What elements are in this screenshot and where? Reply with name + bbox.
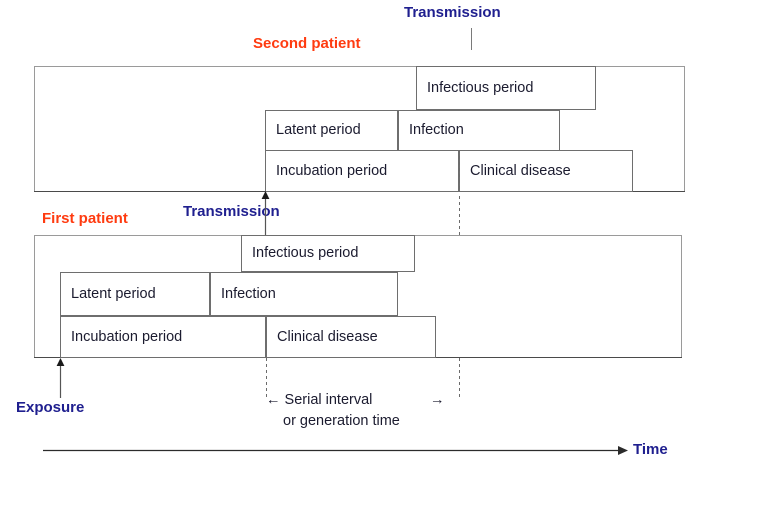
second-patient-infectious-period-label: Infectious period (427, 79, 534, 96)
first-patient-infection-label: Infection (221, 285, 276, 302)
serial-interval-right-arrow: → (430, 392, 445, 408)
first-patient-clinical-disease-label: Clinical disease (277, 328, 378, 345)
time-axis-label: Time (633, 441, 668, 458)
first-patient-infectious-period-label: Infectious period (252, 245, 359, 262)
second-patient-infection-label: Infection (409, 122, 464, 139)
exposure-arrow-up (56, 358, 65, 398)
second-patient-infection-box: Infection (398, 110, 560, 151)
first-patient-infection-box: Infection (210, 272, 398, 316)
first-patient-clinical-disease-box: Clinical disease (266, 316, 436, 358)
serial-interval-line-1: ← Serial interval (266, 392, 373, 408)
top-transmission-label: Transmission (404, 4, 501, 21)
second-patient-latent-period-box: Latent period (265, 110, 398, 151)
first-patient-label: First patient (42, 210, 128, 227)
first-patient-latent-period-label: Latent period (71, 285, 156, 302)
second-patient-label: Second patient (253, 35, 361, 52)
second-patient-clinical-disease-label: Clinical disease (470, 162, 571, 179)
first-patient-incubation-period-label: Incubation period (71, 328, 183, 345)
time-axis-arrow (43, 446, 628, 455)
serial-interval-line-2: or generation time (283, 413, 400, 429)
top-transmission-tick (471, 28, 472, 50)
exposure-label: Exposure (16, 399, 85, 416)
first-patient-transmission-label: Transmission (183, 203, 280, 220)
second-patient-incubation-period-label: Incubation period (276, 162, 388, 179)
first-patient-incubation-period-box: Incubation period (60, 316, 266, 358)
first-patient-latent-period-box: Latent period (60, 272, 210, 316)
second-patient-latent-period-label: Latent period (276, 122, 361, 139)
first-patient-infectious-period-box: Infectious period (241, 235, 415, 272)
second-patient-clinical-disease-box: Clinical disease (459, 150, 633, 192)
second-patient-incubation-period-box: Incubation period (265, 150, 459, 192)
second-patient-infectious-period-box: Infectious period (416, 66, 596, 110)
